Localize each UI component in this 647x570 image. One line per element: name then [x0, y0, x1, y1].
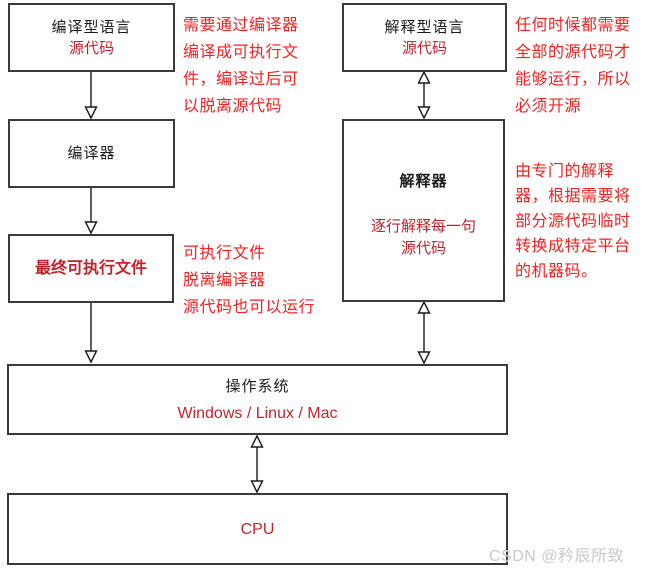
- note-compilation-line3: 件，编译过后可: [183, 71, 299, 88]
- note-interpreter-line4: 转换成特定平台: [515, 238, 631, 255]
- arrow-os-cpu: [250, 434, 264, 494]
- interpreter-description: 逐行解释每一句 源代码: [344, 216, 503, 260]
- interpreter-description-line1: 逐行解释每一句: [370, 218, 476, 235]
- operating-system-box: 操作系统 Windows / Linux / Mac: [7, 364, 508, 435]
- note-open-source-requirement: 任何时候都需要 全部的源代码才 能够运行，所以 必须开源: [515, 12, 631, 120]
- note-interpreter-line2: 器，根据需要将: [515, 188, 631, 205]
- interpreter-title: 解释器: [399, 173, 448, 190]
- arrow-interpreter-os: [417, 300, 431, 365]
- note-open-source-line4: 必须开源: [515, 98, 582, 115]
- note-executable-line2: 脱离编译器: [183, 272, 266, 289]
- arrow-executable-to-os: [84, 303, 98, 364]
- note-compilation-line1: 需要通过编译器: [183, 17, 299, 34]
- cpu-title: CPU: [240, 520, 275, 538]
- interpreted-language-source-box: 解释型语言 源代码: [342, 3, 507, 72]
- compiled-language-source-box: 编译型语言 源代码: [8, 3, 175, 72]
- interpreted-source-code-label: 源代码: [401, 39, 447, 57]
- executable-file-title: 最终可执行文件: [34, 260, 147, 277]
- note-interpreter-line5: 的机器码。: [515, 263, 598, 280]
- note-interpreter-line1: 由专门的解释: [515, 163, 615, 180]
- note-compilation-line2: 编译成可执行文: [183, 44, 299, 61]
- note-compilation-line4: 以脱离源代码: [183, 98, 283, 115]
- cpu-box: CPU: [7, 493, 508, 565]
- executable-file-box: 最终可执行文件: [8, 234, 174, 303]
- operating-system-title: 操作系统: [225, 377, 290, 395]
- note-executable-line1: 可执行文件: [183, 245, 266, 262]
- arrow-compiler-to-executable: [84, 188, 98, 235]
- operating-system-examples: Windows / Linux / Mac: [177, 404, 338, 422]
- note-open-source-line2: 全部的源代码才: [515, 44, 631, 61]
- arrow-interpreted-source-interpreter: [417, 70, 431, 120]
- interpreter-box: 解释器 逐行解释每一句 源代码: [342, 119, 505, 302]
- arrow-source-to-compiler: [84, 72, 98, 120]
- compiled-source-code-label: 源代码: [68, 39, 114, 57]
- note-interpreter-behavior: 由专门的解释 器，根据需要将 部分源代码临时 转换成特定平台 的机器码。: [515, 159, 631, 284]
- note-compilation-process: 需要通过编译器 编译成可执行文 件，编译过后可 以脱离源代码: [183, 12, 299, 120]
- note-interpreter-line3: 部分源代码临时: [515, 213, 631, 230]
- compiler-box: 编译器: [8, 119, 175, 188]
- csdn-watermark: CSDN @矜辰所致: [489, 548, 625, 565]
- note-executable-line3: 源代码也可以运行: [183, 299, 316, 316]
- note-executable-independence: 可执行文件 脱离编译器 源代码也可以运行: [183, 240, 315, 321]
- note-open-source-line3: 能够运行，所以: [515, 71, 631, 88]
- compiled-language-title: 编译型语言: [51, 18, 132, 36]
- interpreter-description-line2: 源代码: [400, 240, 446, 257]
- interpreted-language-title: 解释型语言: [384, 18, 465, 36]
- compiler-title: 编译器: [67, 145, 116, 162]
- note-open-source-line1: 任何时候都需要: [515, 17, 631, 34]
